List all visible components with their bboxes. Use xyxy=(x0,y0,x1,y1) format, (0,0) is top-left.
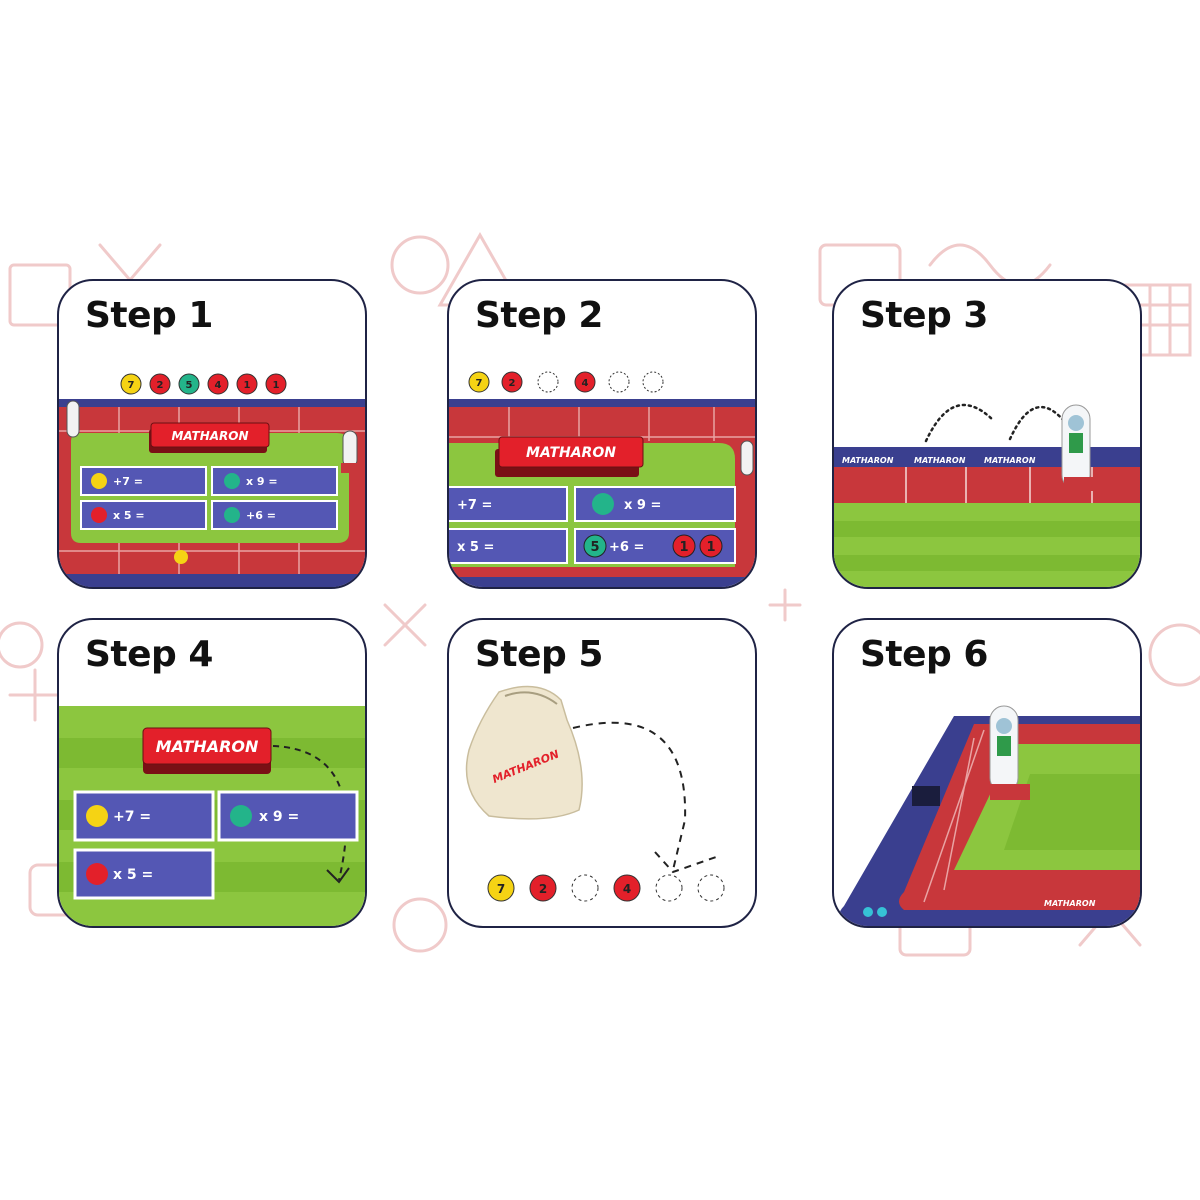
step-2-illustration: 7 2 4 MATHARON +7 = x 9 = x 5 = 5 +6 = xyxy=(449,371,755,587)
step-title: Step 5 xyxy=(475,634,603,675)
step-5-illustration: MATHARON 7 2 4 xyxy=(465,685,725,902)
token-red xyxy=(149,373,171,395)
dashed-arrow-icon xyxy=(924,403,1066,443)
track-brand-label: MATHARON xyxy=(1044,899,1096,908)
card-equation: +6 = xyxy=(246,509,276,522)
token-label: 4 xyxy=(623,882,631,896)
track-brand-label: MATHARON xyxy=(842,456,894,465)
step-title: Step 4 xyxy=(85,634,213,675)
deck-brand-label: MATHARON xyxy=(526,445,616,461)
card-equation: x 5 = xyxy=(457,540,494,555)
step-3-illustration: MATHARON MATHARON MATHARON xyxy=(834,403,1140,587)
card-equation: x 9 = xyxy=(624,498,661,513)
card-equation: +7 = xyxy=(113,809,151,825)
deck-brand-label: MATHARON xyxy=(171,429,248,443)
card-equation: +7 = xyxy=(457,498,492,513)
token-label: 1 xyxy=(679,540,688,555)
track-brand-label: MATHARON xyxy=(914,456,966,465)
token-label: 2 xyxy=(157,380,164,391)
token-label: 2 xyxy=(509,378,516,389)
drawstring-bag-icon: MATHARON xyxy=(465,685,583,820)
token-green xyxy=(178,373,200,395)
step-1-illustration: 7 2 5 4 1 1 MATHARON +7 = x 9 = x 5 = xyxy=(59,373,365,587)
step-2-card: 7 2 4 MATHARON +7 = x 9 = x 5 = 5 +6 = xyxy=(447,279,757,589)
step-4-illustration: MATHARON +7 = x 9 = x 5 = xyxy=(59,706,365,926)
step-6-illustration: MATHARON xyxy=(839,705,1140,926)
token-label: 4 xyxy=(215,380,222,391)
token-label: 1 xyxy=(273,380,280,391)
card-equation: x 9 = xyxy=(246,475,278,488)
card-equation: x 5 = xyxy=(113,867,153,883)
step-4-card: MATHARON +7 = x 9 = x 5 = Step 4 xyxy=(57,618,367,928)
card-equation: x 5 = xyxy=(113,509,145,522)
dashed-arrow-icon xyxy=(272,745,348,881)
step-title: Step 2 xyxy=(475,295,603,336)
token-label: 1 xyxy=(706,540,715,555)
step-title: Step 6 xyxy=(860,634,988,675)
token-label: 5 xyxy=(186,380,193,391)
dashed-arrow-icon xyxy=(572,721,687,871)
token-label: 1 xyxy=(244,380,251,391)
card-equation: +7 = xyxy=(113,475,143,488)
runner-figure-icon xyxy=(1061,404,1098,491)
card-equation: +6 = xyxy=(609,540,644,555)
runner-figure-icon xyxy=(989,705,1030,800)
step-5-card: MATHARON 7 2 4 Step 5 xyxy=(447,618,757,928)
step-title: Step 1 xyxy=(85,295,213,336)
token-label: 2 xyxy=(539,882,547,896)
token-label: 5 xyxy=(590,540,599,555)
token-red xyxy=(236,373,258,395)
deck-brand-label: MATHARON xyxy=(156,737,259,756)
token-label: 7 xyxy=(497,882,505,896)
token-label: 4 xyxy=(582,378,589,389)
token-red xyxy=(265,373,287,395)
step-3-card: MATHARON MATHARON MATHARON Step 3 xyxy=(832,279,1142,589)
token-label: 7 xyxy=(476,378,483,389)
step-1-card: 7 2 5 4 1 1 MATHARON +7 = x 9 = x 5 = xyxy=(57,279,367,589)
token-red xyxy=(207,373,229,395)
step-6-card: MATHARON Step 6 xyxy=(832,618,1142,928)
token-label: 7 xyxy=(128,380,135,391)
track-brand-label: MATHARON xyxy=(984,456,1036,465)
token-yellow xyxy=(120,373,142,395)
step-title: Step 3 xyxy=(860,295,988,336)
card-equation: x 9 = xyxy=(259,809,299,825)
